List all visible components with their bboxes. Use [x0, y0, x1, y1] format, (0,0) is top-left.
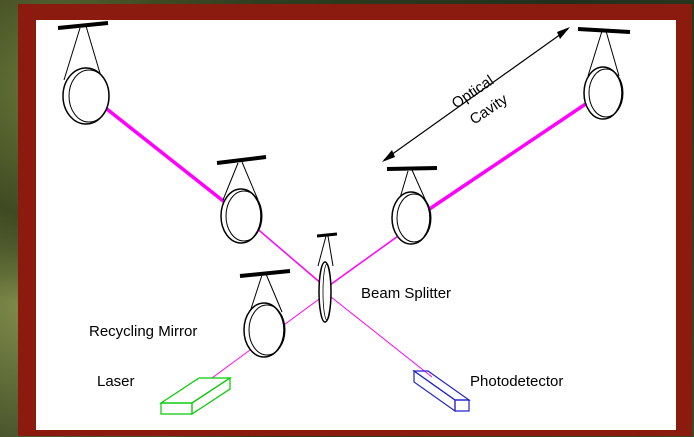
beam-splitter [316, 232, 338, 323]
recycling-mirror [239, 269, 291, 358]
laser-label: Laser [97, 373, 135, 390]
mirror-near-left [216, 155, 267, 244]
recycling-mirror-label: Recycling Mirror [89, 323, 197, 340]
beam-right-arm-thick [424, 91, 603, 214]
photodetector-label: Photodetector [470, 373, 563, 390]
photodetector-box [412, 369, 471, 413]
beam-left-arm-thick [82, 89, 229, 206]
laser-box [158, 376, 233, 416]
mirror-near-right [386, 166, 438, 245]
beam-output [325, 292, 433, 378]
optical-cavity-arrow [382, 27, 570, 162]
mirror-far-left [57, 21, 110, 125]
beam-right-arm-thin [322, 230, 406, 291]
mirror-far-right [577, 27, 631, 120]
beam-splitter-label: Beam Splitter [361, 285, 451, 302]
diagram-canvas [36, 20, 676, 430]
